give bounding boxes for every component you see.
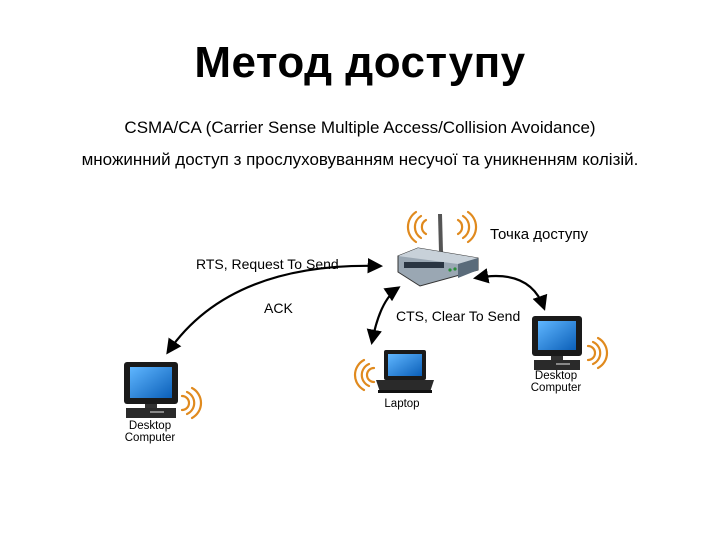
page-title: Метод доступу [194,38,526,87]
rts-label: RTS, Request To Send [196,256,339,272]
laptop-label: Laptop [384,398,420,410]
desktop-left-label-line1: Desktop [128,420,172,432]
cts-desktop-arrow [472,268,548,311]
subtitle: CSMA/CA (Carrier Sense Multiple Access/C… [124,118,596,137]
desktop-left-label-line2: Computer [124,432,176,444]
wireless-signal-icon [586,336,609,370]
desktop-computer-icon [532,316,582,370]
desktop-right-label-line1: Desktop [534,370,578,382]
access-point-label: Точка доступу [490,226,588,243]
wireless-signal-icon [180,386,203,420]
desktop-right-label-line2: Computer [530,382,582,394]
cts-laptop-arrow [366,286,401,346]
desktop-computer-icon [124,362,178,418]
laptop-icon [376,350,434,393]
desktop-left-label: Desktop Computer [112,420,188,444]
rts-arrow [166,257,384,355]
ack-label: ACK [264,300,293,316]
wireless-signal-icon [353,358,376,392]
desktop-right-label: Desktop Computer [518,370,594,394]
wireless-access-point-icon [397,213,479,287]
description: множинний доступ з прослуховуванням несу… [81,150,639,169]
wireless-signal-icon [406,210,478,244]
cts-label: CTS, Clear To Send [396,308,521,324]
